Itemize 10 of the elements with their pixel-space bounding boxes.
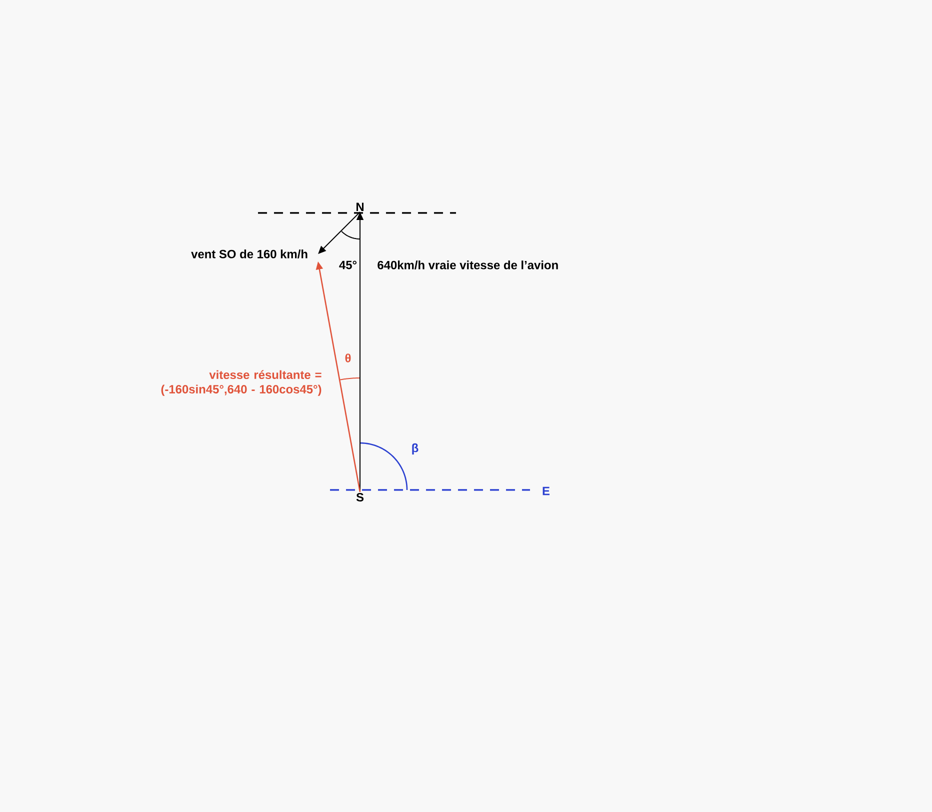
point-label: vent SO de 160 km/h xyxy=(191,250,308,258)
edge-label: vitesse résultante = (-160sin45°,640 - 160cos45°) xyxy=(161,370,322,396)
arrow xyxy=(318,211,360,254)
angle-label: 45° xyxy=(339,260,357,270)
point-label: S xyxy=(356,493,364,502)
point-label: N xyxy=(356,202,364,211)
direction-label: E xyxy=(542,486,550,496)
angle-label: β xyxy=(412,443,418,455)
edge-label: 640km/h vraie vitesse de l’avion xyxy=(378,260,558,270)
angle-label: θ xyxy=(345,354,351,362)
